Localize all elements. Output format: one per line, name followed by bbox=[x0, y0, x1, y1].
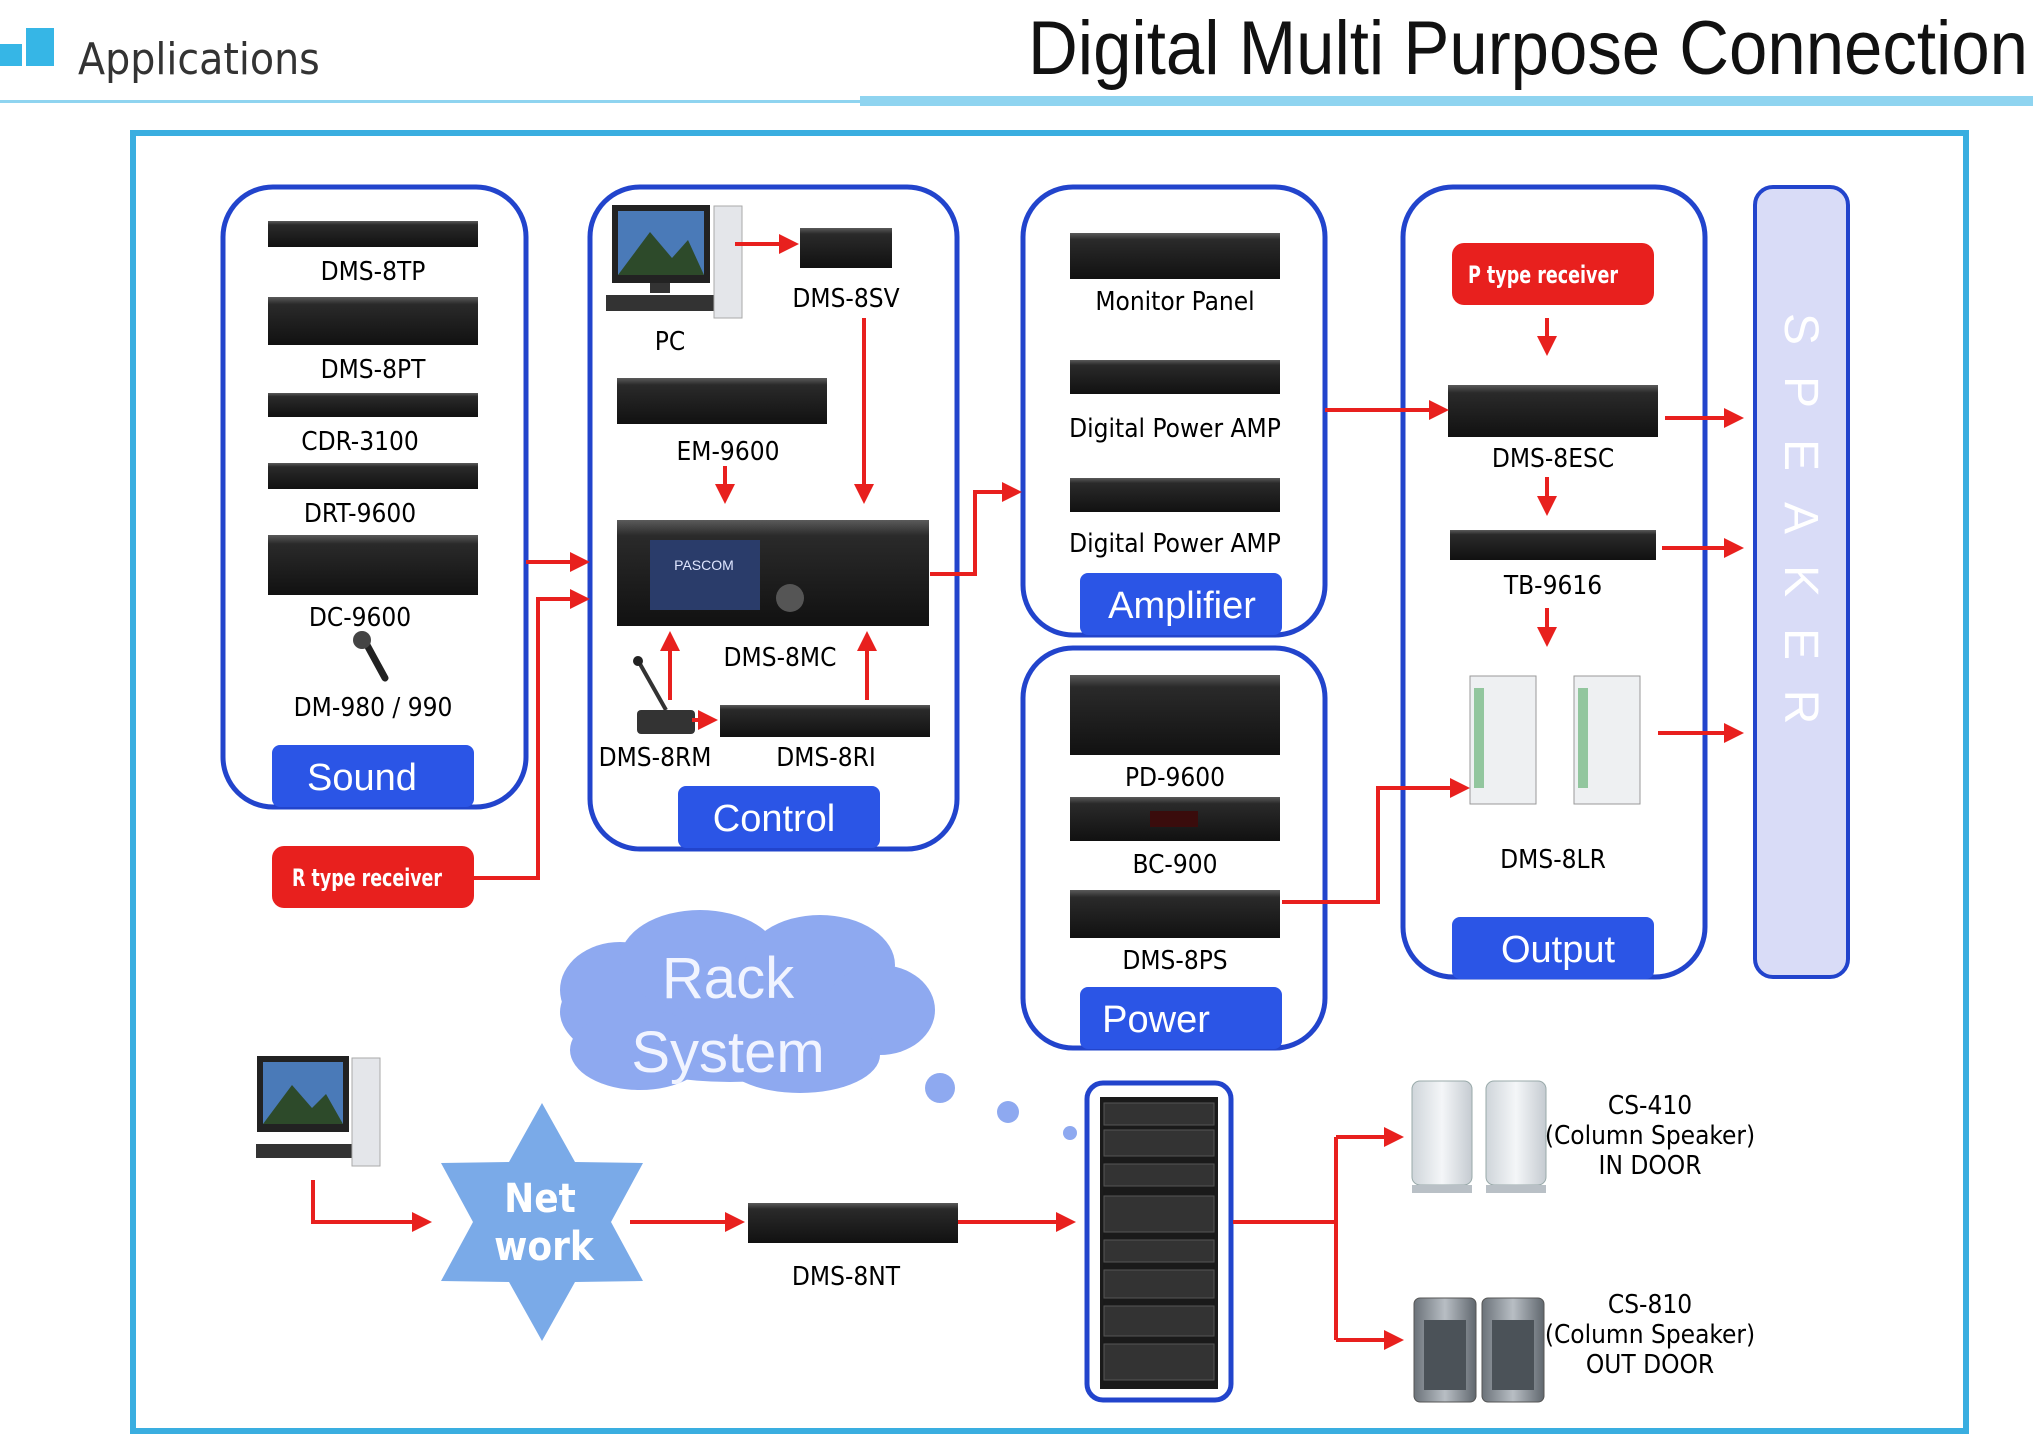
speaker-letter: A bbox=[1774, 502, 1827, 534]
p-type-receiver-bg bbox=[1452, 243, 1654, 305]
label-pd-9600: PD-9600 bbox=[1125, 763, 1225, 793]
speaker-letter: S bbox=[1774, 313, 1827, 345]
label-em-9600: EM-9600 bbox=[677, 437, 780, 467]
cs-810-model: CS-810 bbox=[1608, 1290, 1692, 1320]
cs-810-location: OUT DOOR bbox=[1586, 1350, 1714, 1380]
r-type-receiver: R type receiver bbox=[272, 846, 474, 908]
group-amplifier: Monitor Panel Digital Power AMP Digital … bbox=[1020, 184, 1328, 638]
label-dc-9600: DC-9600 bbox=[309, 603, 411, 633]
speaker-letter: R bbox=[1774, 690, 1827, 725]
label-tb-9616: TB-9616 bbox=[1503, 571, 1602, 601]
label-digital-power-amp-2: Digital Power AMP bbox=[1069, 529, 1281, 559]
speaker-letter: P bbox=[1774, 376, 1827, 408]
cloud-line-2: System bbox=[631, 1020, 824, 1085]
device-tb-9616 bbox=[1450, 530, 1656, 560]
label-dms-8nt: DMS-8NT bbox=[792, 1262, 901, 1292]
device-dms-8rm bbox=[633, 656, 695, 734]
network-line-2: work bbox=[494, 1224, 595, 1270]
label-drt-9600: DRT-9600 bbox=[304, 499, 416, 529]
label-dms-8tp: DMS-8TP bbox=[321, 257, 426, 287]
device-dc-9600 bbox=[268, 535, 478, 595]
label-digital-power-amp-1: Digital Power AMP bbox=[1069, 414, 1281, 444]
device-monitor-panel bbox=[1070, 233, 1280, 279]
device-dms-8ri bbox=[720, 705, 930, 737]
group-label-output-bg bbox=[1452, 917, 1654, 979]
device-dms-8lr bbox=[1469, 675, 1641, 805]
label-dms-8sv: DMS-8SV bbox=[792, 284, 899, 314]
header-rule-right bbox=[860, 96, 2033, 106]
speaker-cs-410 bbox=[1411, 1080, 1547, 1193]
label-dm-980: DM-980 / 990 bbox=[294, 693, 453, 723]
svg-text:PASCOM: PASCOM bbox=[674, 557, 734, 573]
label-dms-8esc: DMS-8ESC bbox=[1492, 444, 1614, 474]
p-type-receiver-label: P type receiver bbox=[1468, 261, 1618, 289]
group-label-sound: Sound bbox=[307, 757, 417, 799]
cs-810-type: (Column Speaker) bbox=[1545, 1320, 1755, 1350]
cs-410-location: IN DOOR bbox=[1599, 1151, 1702, 1181]
label-dms-8ps: DMS-8PS bbox=[1122, 946, 1227, 976]
label-dms-8pt: DMS-8PT bbox=[321, 355, 426, 385]
group-output: P type receiver DMS-8ESC TB-9616 DMS-8LR… bbox=[1400, 184, 1708, 980]
device-em-9600 bbox=[617, 378, 827, 424]
group-label-amplifier: Amplifier bbox=[1108, 585, 1256, 627]
device-dms-8nt bbox=[748, 1203, 958, 1243]
label-dms-8mc: DMS-8MC bbox=[724, 643, 837, 673]
group-label-power: Power bbox=[1102, 999, 1210, 1041]
cs-410-model: CS-410 bbox=[1608, 1091, 1692, 1121]
rack-cabinet bbox=[1084, 1080, 1234, 1403]
network-star: Net work bbox=[441, 1103, 643, 1341]
applications-icon bbox=[0, 28, 54, 66]
group-label-sound-bg bbox=[272, 745, 474, 807]
network-line-1: Net bbox=[504, 1176, 576, 1222]
device-pd-9600 bbox=[1070, 675, 1280, 755]
label-cdr-3100: CDR-3100 bbox=[301, 427, 419, 457]
group-power: PD-9600 BC-900 DMS-8PS Power bbox=[1020, 645, 1328, 1051]
device-dms-8ps bbox=[1070, 890, 1280, 938]
speaker-letter: E bbox=[1774, 439, 1827, 471]
device-dms-8tp bbox=[268, 221, 478, 247]
pc-icon bbox=[606, 205, 743, 319]
speaker-letter: K bbox=[1774, 565, 1827, 597]
diagram-frame bbox=[130, 130, 1969, 1434]
label-dms-8ri: DMS-8RI bbox=[776, 743, 876, 773]
device-dms-8esc bbox=[1448, 385, 1658, 437]
device-bc-900 bbox=[1070, 797, 1280, 841]
device-drt-9600 bbox=[268, 463, 478, 489]
connection-arrows bbox=[474, 234, 1744, 904]
header: Applications Digital Multi Purpose Conne… bbox=[0, 6, 2033, 106]
speaker-cs-810 bbox=[1413, 1297, 1545, 1403]
device-cdr-3100 bbox=[268, 393, 478, 417]
label-monitor-panel: Monitor Panel bbox=[1095, 287, 1254, 317]
speaker-letter: E bbox=[1774, 628, 1827, 660]
microphone-icon bbox=[353, 631, 389, 682]
header-rule-left bbox=[0, 100, 860, 103]
label-pc: PC bbox=[655, 327, 685, 357]
label-dms-8rm: DMS-8RM bbox=[599, 743, 712, 773]
group-label-control: Control bbox=[713, 798, 836, 840]
bottom-pc-icon bbox=[256, 1056, 381, 1167]
group-label-amplifier-bg bbox=[1080, 573, 1282, 635]
device-dms-8pt bbox=[268, 297, 478, 345]
bottom-connection-arrows bbox=[311, 1127, 1404, 1350]
cs-410-type: (Column Speaker) bbox=[1545, 1121, 1755, 1151]
group-control: PC DMS-8SV EM-9600 PASCOM DMS-8MC DMS-8R… bbox=[587, 184, 960, 852]
page-title: Digital Multi Purpose Connection bbox=[1028, 6, 2028, 91]
device-digital-power-amp-1 bbox=[1070, 360, 1280, 394]
group-sound: DMS-8TP DMS-8PT CDR-3100 DRT-9600 DC-960… bbox=[220, 184, 529, 810]
group-label-output: Output bbox=[1501, 929, 1616, 971]
device-dms-8sv bbox=[800, 228, 892, 268]
cloud-line-1: Rack bbox=[662, 946, 795, 1011]
device-digital-power-amp-2 bbox=[1070, 478, 1280, 512]
device-dms-8mc: PASCOM bbox=[617, 520, 929, 626]
rack-system-cloud: Rack System bbox=[560, 910, 1077, 1140]
group-label-control-bg bbox=[678, 786, 880, 848]
label-dms-8lr: DMS-8LR bbox=[1500, 845, 1606, 875]
group-label-power-bg bbox=[1080, 987, 1282, 1049]
label-bc-900: BC-900 bbox=[1132, 850, 1217, 880]
section-label: Applications bbox=[78, 34, 320, 85]
r-type-receiver-label: R type receiver bbox=[292, 864, 442, 892]
